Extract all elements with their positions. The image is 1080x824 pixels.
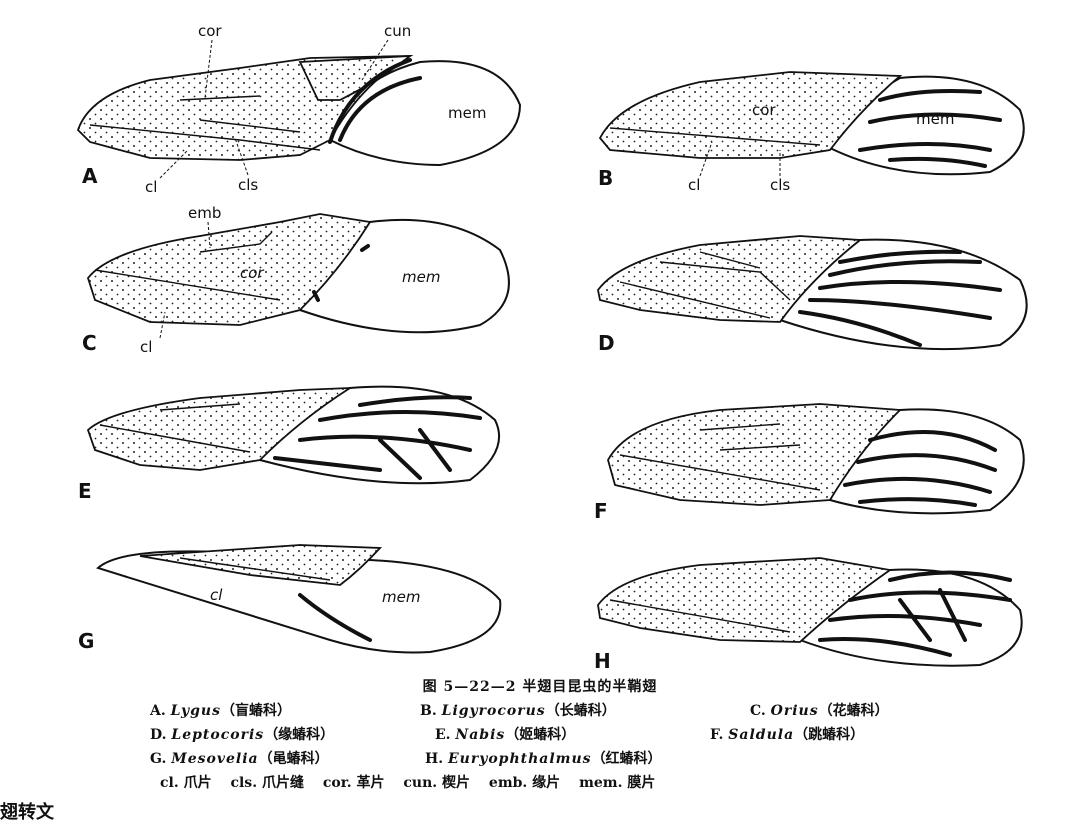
leader-cl-a (159, 149, 189, 179)
label-mem-g: mem (382, 588, 420, 606)
label-cl-b: cl (688, 176, 700, 194)
label-cl-c: cl (140, 338, 152, 356)
hemelytra-figure: A cor cun mem cl cls B cor mem cl cls C … (76, 22, 1028, 672)
caption-item-a: A. Lygus（盲蝽科） (150, 703, 291, 719)
wing-e (86, 385, 500, 485)
label-mem-a: mem (448, 104, 486, 122)
wing-g (96, 544, 502, 654)
label-mem-c: mem (402, 268, 440, 286)
label-cor-c: cor (240, 264, 264, 282)
caption-item-e: E. Nabis（姬蝽科） (435, 727, 576, 743)
wing-c (86, 213, 510, 334)
caption-title: 图 5—22—2 半翅目昆虫的半鞘翅 (422, 679, 658, 695)
label-cl-a: cl (145, 178, 157, 196)
wing-f (607, 403, 1025, 515)
panel-letter-c: C (82, 331, 97, 355)
caption-item-f: F. Saldula（跳蝽科） (710, 727, 865, 743)
panel-letter-a: A (82, 164, 98, 188)
label-mem-b: mem (916, 110, 954, 128)
caption-row-3: G. Mesovelia（黾蝽科） H. Euryophthalmus（红蝽科） (150, 748, 970, 772)
leader-emb-c (207, 221, 211, 249)
panel-letter-h: H (594, 649, 611, 672)
caption-item-h: H. Euryophthalmus（红蝽科） (425, 751, 662, 767)
panel-letter-b: B (598, 166, 613, 190)
label-emb-c: emb (188, 204, 221, 222)
wing-b (598, 71, 1025, 176)
figure-caption: 图 5—22—2 半翅目昆虫的半鞘翅 A. Lygus（盲蝽科） B. Ligy… (0, 672, 1080, 823)
abbr-cun: cun. 楔片 (403, 775, 471, 791)
wing-d (597, 235, 1028, 351)
wing-h (597, 557, 1023, 667)
label-cor-a: cor (198, 22, 222, 40)
panel-letter-g: G (78, 629, 94, 653)
caption-item-d: D. Leptocoris（缘蝽科） (150, 727, 335, 743)
abbr-cls: cls. 爪片缝 (230, 775, 304, 791)
panel-letter-e: E (78, 479, 92, 503)
leader-cl-b (699, 141, 713, 177)
caption-item-c: C. Orius（花蝽科） (750, 703, 889, 719)
caption-item-b: B. Ligyrocorus（长蝽科） (420, 703, 616, 719)
leader-cun-a (361, 39, 389, 81)
panel-letter-f: F (594, 499, 608, 523)
caption-item-g: G. Mesovelia（黾蝽科） (150, 751, 329, 767)
wing-a (76, 54, 522, 167)
label-cls-a: cls (238, 176, 258, 194)
label-cls-b: cls (770, 176, 790, 194)
caption-row-2: D. Leptocoris（缘蝽科） E. Nabis（姬蝽科） F. Sald… (150, 724, 970, 748)
abbr-cor: cor. 革片 (322, 775, 385, 791)
leader-cls-a (234, 137, 249, 176)
cropped-tail-text: 翅转文 (0, 802, 54, 823)
caption-abbreviations: cl. 爪片 cls. 爪片缝 cor. 革片 cun. 楔片 emb. 缘片 … (160, 772, 669, 792)
caption-row-1: A. Lygus（盲蝽科） B. Ligyrocorus（长蝽科） C. Ori… (150, 700, 970, 724)
abbr-cl: cl. 爪片 (160, 775, 212, 791)
panel-letter-d: D (598, 331, 615, 355)
abbr-emb: emb. 缘片 (488, 775, 561, 791)
leader-cl-c (159, 311, 166, 339)
abbr-mem: mem. 膜片 (579, 775, 656, 791)
label-cl-g: cl (210, 586, 223, 604)
label-cun-a: cun (384, 22, 411, 40)
label-cor-b: cor (752, 101, 776, 119)
